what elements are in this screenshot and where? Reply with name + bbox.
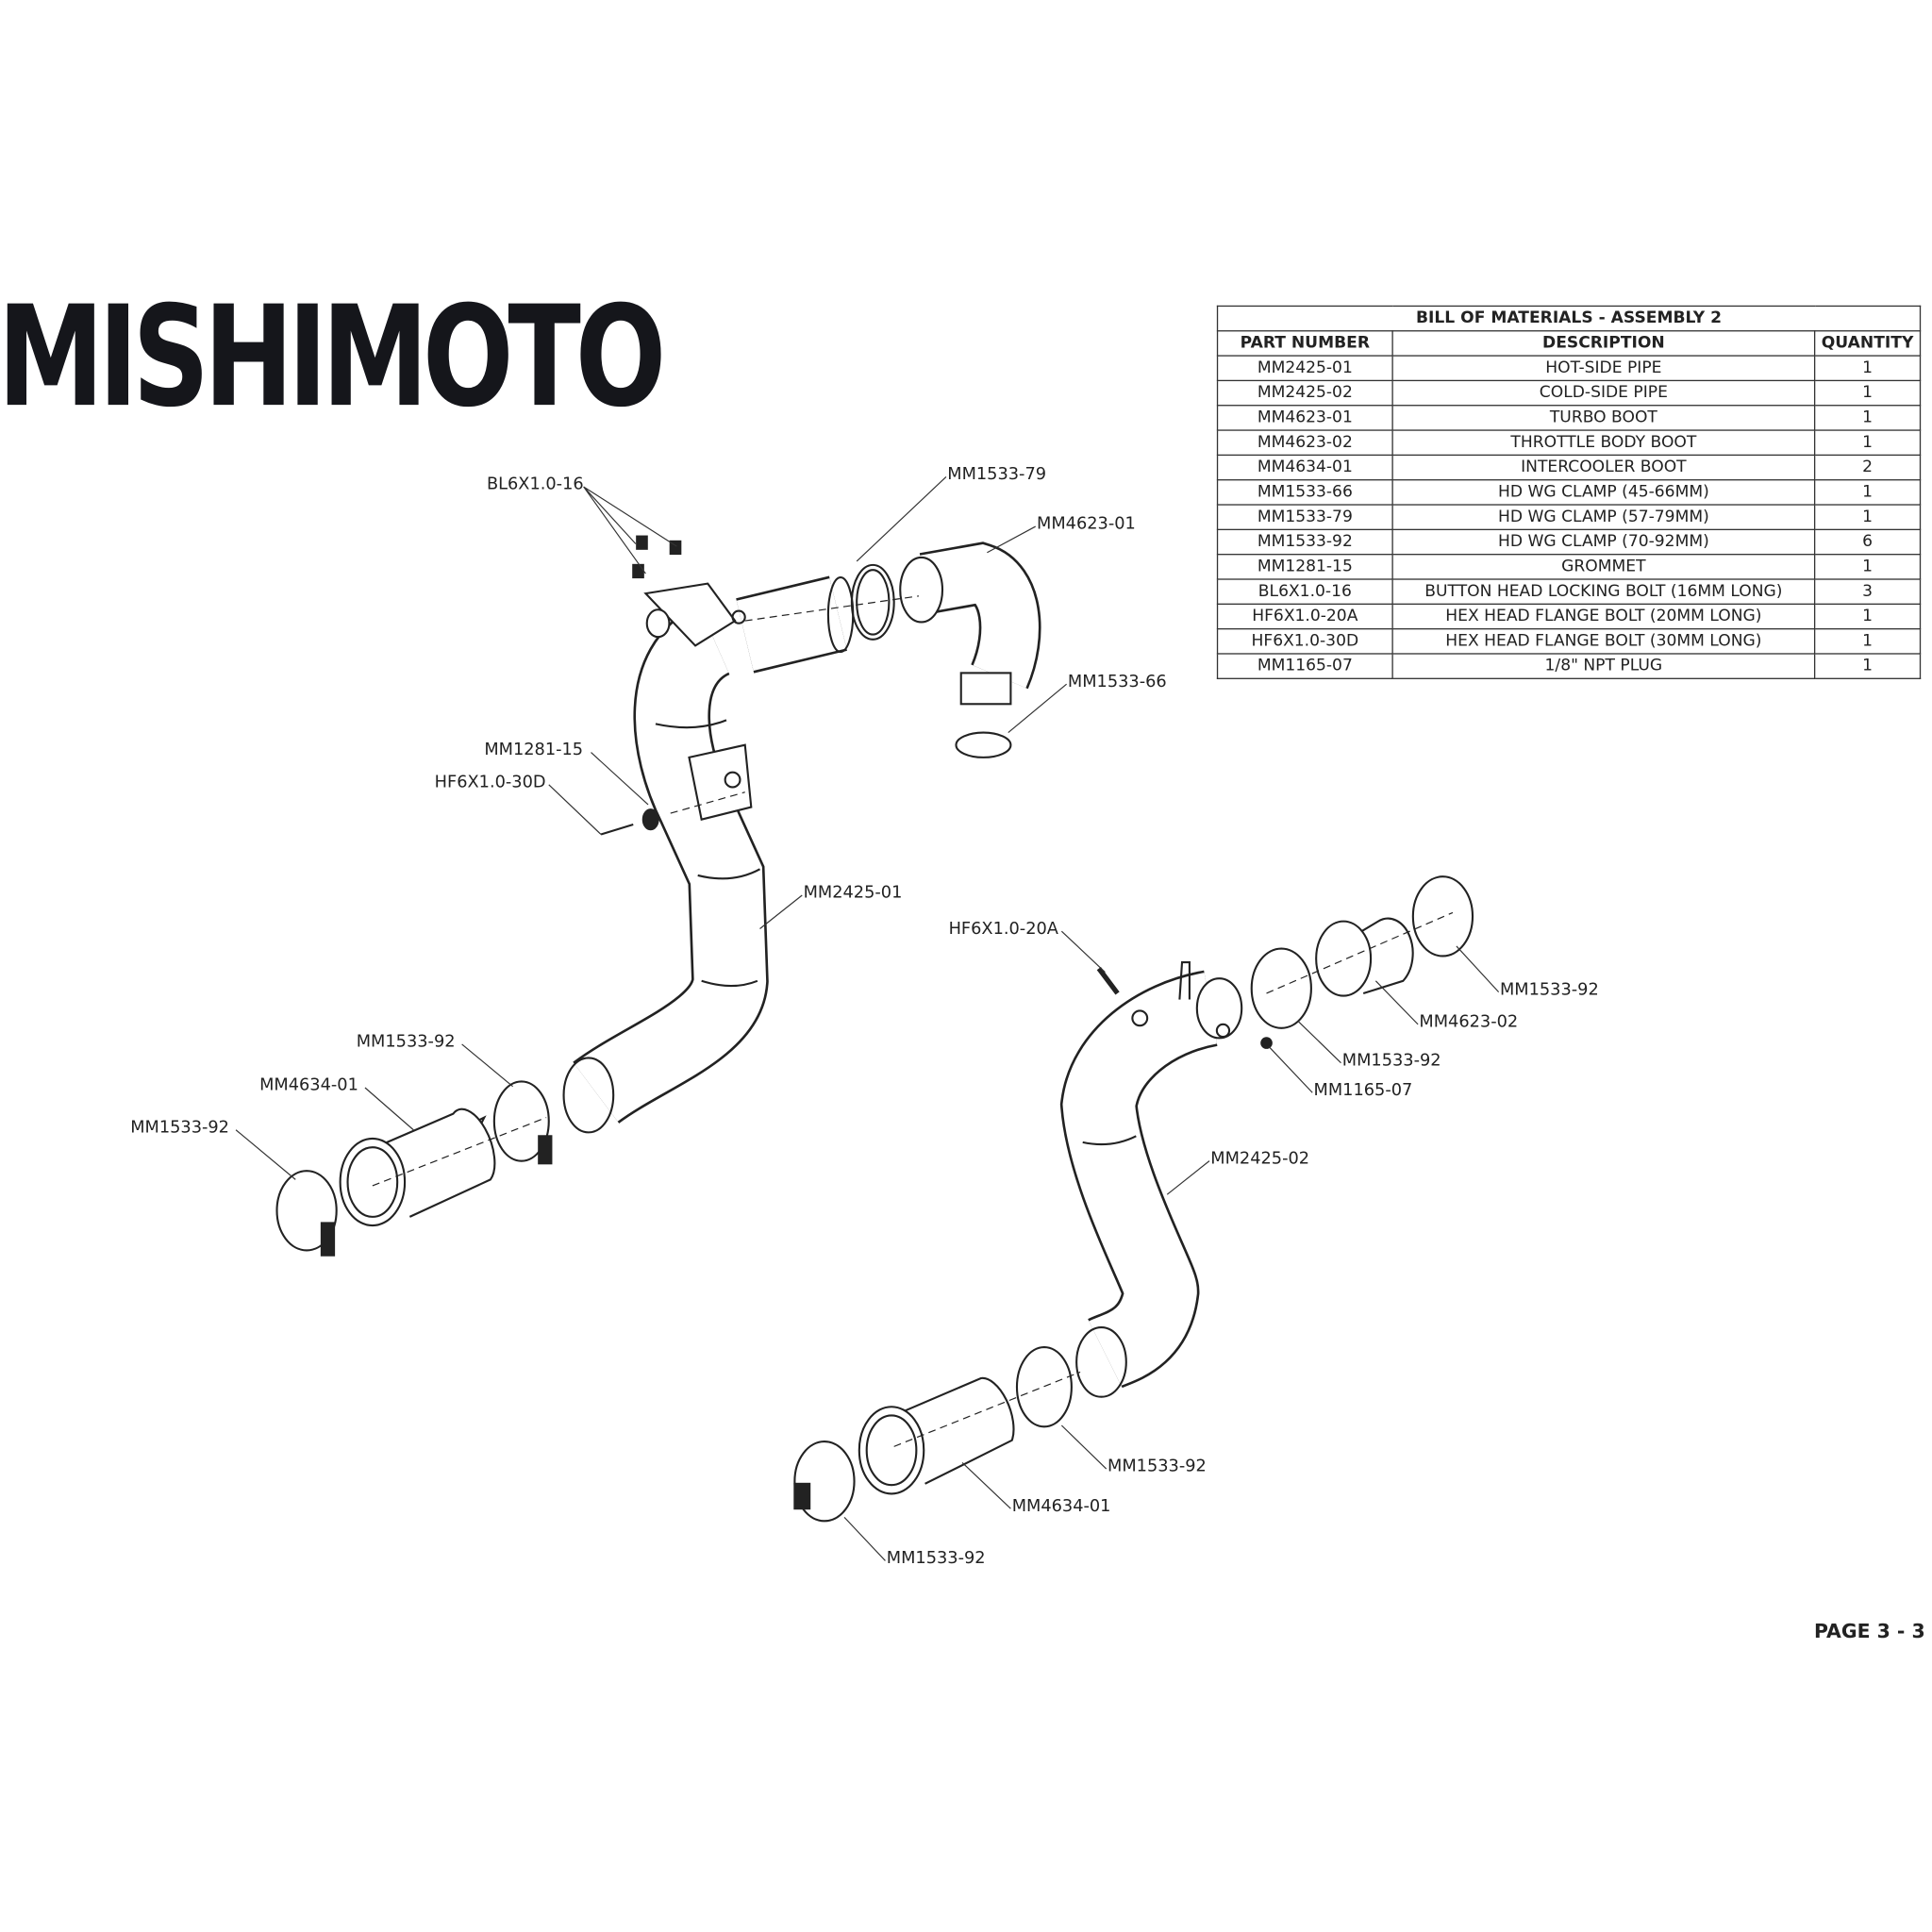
bom-cell-part-number: MM4634-01	[1216, 454, 1393, 481]
clamp-66	[955, 731, 1012, 758]
bom-cell-quantity: 1	[1813, 653, 1922, 679]
callout-hf6x1-20a: HF6X1.0-20A	[949, 920, 1058, 939]
callout-mm1533-92: MM1533-92	[1500, 980, 1599, 999]
callout-mm1165-07: MM1165-07	[1314, 1081, 1413, 1100]
bom-cell-description: HEX HEAD FLANGE BOLT (30MM LONG)	[1391, 627, 1816, 655]
bom-cell-part-number: MM2425-02	[1216, 379, 1393, 407]
bom-cell-part-number: MM1281-15	[1216, 554, 1393, 580]
callout-mm1533-92: MM1533-92	[1342, 1051, 1441, 1070]
page-number: PAGE 3 - 3	[1813, 1620, 1925, 1643]
bom-cell-quantity: 1	[1813, 479, 1922, 506]
callout-mm2425-01: MM2425-01	[804, 884, 903, 903]
bom-cell-description: HD WG CLAMP (70-92MM)	[1391, 528, 1816, 556]
bom-cell-quantity: 1	[1813, 405, 1922, 431]
bom-cell-description: BUTTON HEAD LOCKING BOLT (16MM LONG)	[1391, 578, 1816, 605]
cold-side-pipe	[1059, 961, 1243, 1398]
bom-cell-part-number: HF6X1.0-30D	[1216, 627, 1393, 655]
bill-of-materials-table: BILL OF MATERIALS - ASSEMBLY 2 PART NUMB…	[1216, 305, 1922, 679]
clamp-92	[492, 1080, 550, 1162]
bom-cell-part-number: HF6X1.0-20A	[1216, 603, 1393, 630]
bom-cell-part-number: MM1165-07	[1216, 653, 1393, 679]
bom-cell-quantity: 2	[1813, 454, 1922, 481]
bom-cell-description: 1/8" NPT PLUG	[1391, 653, 1816, 679]
bom-cell-quantity: 1	[1813, 379, 1922, 407]
bom-cell-quantity: 1	[1813, 429, 1922, 457]
callout-mm1533-92: MM1533-92	[357, 1033, 456, 1052]
clamp-92	[275, 1170, 338, 1252]
bom-cell-description: HD WG CLAMP (57-79MM)	[1391, 504, 1816, 531]
bom-cell-part-number: MM1533-66	[1216, 479, 1393, 506]
hot-side-pipe	[562, 575, 855, 1134]
bom-cell-quantity: 1	[1813, 554, 1922, 580]
intercooler-boot-left	[339, 1108, 496, 1227]
clamp-79	[850, 563, 895, 641]
bom-cell-quantity: 1	[1813, 627, 1922, 655]
bom-cell-quantity: 1	[1813, 504, 1922, 531]
header-part-number: PART NUMBER	[1216, 330, 1393, 357]
callout-mm1533-79: MM1533-79	[947, 465, 1046, 484]
callout-mm4634-01: MM4634-01	[259, 1076, 358, 1095]
bom-cell-quantity: 1	[1813, 603, 1922, 630]
callout-bl6x1-16: BL6X1.0-16	[487, 475, 584, 494]
callout-hf6x1-30d: HF6X1.0-30D	[435, 773, 546, 791]
bom-cell-quantity: 1	[1813, 355, 1922, 382]
bom-cell-description: GROMMET	[1391, 554, 1816, 580]
callout-mm1533-92: MM1533-92	[130, 1118, 229, 1137]
bom-cell-part-number: MM1533-92	[1216, 528, 1393, 556]
bom-cell-description: HEX HEAD FLANGE BOLT (20MM LONG)	[1391, 603, 1816, 630]
throttle-body-boot	[1315, 917, 1414, 997]
bom-cell-part-number: MM2425-01	[1216, 355, 1393, 382]
callout-mm1281-15: MM1281-15	[484, 741, 583, 759]
callout-mm4623-01: MM4623-01	[1037, 515, 1136, 534]
bom-cell-part-number: MM4623-01	[1216, 405, 1393, 431]
bom-cell-description: TURBO BOOT	[1391, 405, 1816, 431]
bom-cell-part-number: MM4623-02	[1216, 429, 1393, 457]
mishimoto-logo: MISHIMOTO	[0, 276, 666, 439]
bom-cell-quantity: 6	[1813, 528, 1922, 556]
callout-mm4623-02: MM4623-02	[1419, 1012, 1518, 1031]
callouts: BL6X1.0-16 MM1533-79 MM4623-01 MM1533-66…	[130, 465, 1599, 1568]
bom-cell-quantity: 3	[1813, 578, 1922, 605]
callout-mm4634-01: MM4634-01	[1012, 1497, 1111, 1516]
callout-mm1533-66: MM1533-66	[1068, 673, 1167, 691]
bom-cell-description: COLD-SIDE PIPE	[1391, 379, 1816, 407]
bom-cell-description: THROTTLE BODY BOOT	[1391, 429, 1816, 457]
intercooler-boot-right	[858, 1376, 1015, 1495]
bom-cell-part-number: MM1533-79	[1216, 504, 1393, 531]
turbo-boot	[899, 541, 1041, 706]
bom-cell-description: HD WG CLAMP (45-66MM)	[1391, 479, 1816, 506]
callout-mm1533-92: MM1533-92	[1108, 1457, 1207, 1476]
header-description: DESCRIPTION	[1391, 330, 1816, 357]
bom-cell-description: INTERCOOLER BOOT	[1391, 454, 1816, 481]
bom-cell-part-number: BL6X1.0-16	[1216, 578, 1393, 605]
callout-mm1533-92: MM1533-92	[887, 1549, 986, 1568]
bom-cell-description: HOT-SIDE PIPE	[1391, 355, 1816, 382]
callout-mm2425-02: MM2425-02	[1210, 1149, 1309, 1168]
bom-title: BILL OF MATERIALS - ASSEMBLY 2	[1216, 305, 1922, 332]
header-quantity: QUANTITY	[1813, 330, 1922, 357]
